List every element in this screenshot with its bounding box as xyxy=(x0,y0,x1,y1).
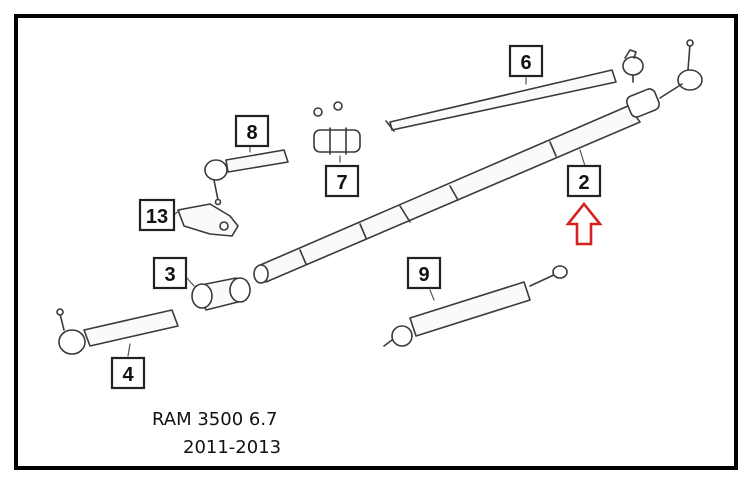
caption-model: RAM 3500 6.7 xyxy=(152,409,278,430)
callout-8: 8 xyxy=(234,114,270,148)
callout-2: 2 xyxy=(566,164,602,198)
part-4-tie-rod-end xyxy=(56,308,179,355)
callout-9: 9 xyxy=(406,256,442,290)
callout-6: 6 xyxy=(508,44,544,78)
part-7-clamp xyxy=(313,101,361,155)
callout-label-9: 9 xyxy=(418,264,429,286)
callout-label-3: 3 xyxy=(164,264,175,286)
callout-boxes: 6 8 7 2 13 3 9 4 xyxy=(110,44,602,390)
part-6-steering-rod xyxy=(385,49,644,132)
callout-3: 3 xyxy=(152,256,188,290)
callout-label-7: 7 xyxy=(336,172,347,194)
callout-13: 13 xyxy=(138,198,176,232)
callout-7: 7 xyxy=(324,164,360,198)
caption-years: 2011-2013 xyxy=(183,437,282,458)
part-3-adjuster-clamp xyxy=(191,277,251,311)
callout-label-8: 8 xyxy=(246,122,257,144)
callout-label-4: 4 xyxy=(122,364,134,386)
callout-4: 4 xyxy=(110,356,146,390)
part-13-bracket xyxy=(177,203,239,237)
part-2-tie-rod xyxy=(253,39,703,284)
up-arrow-icon xyxy=(565,201,603,246)
callout-label-2: 2 xyxy=(578,172,589,194)
diagram-frame xyxy=(14,14,738,470)
callout-label-6: 6 xyxy=(520,52,531,74)
part-9-steering-damper xyxy=(383,265,568,347)
callout-label-13: 13 xyxy=(146,206,168,228)
part-8-tie-rod-end xyxy=(204,149,289,206)
